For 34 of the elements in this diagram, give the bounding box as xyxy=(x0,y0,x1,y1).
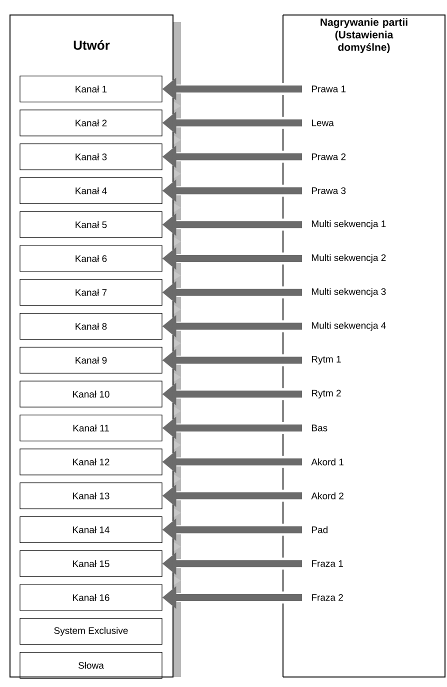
channel-box: Kanał 4 xyxy=(20,177,162,204)
channel-box: Kanał 8 xyxy=(20,313,162,340)
part-label: Rytm 2 xyxy=(312,390,341,398)
channel-box: Kanał 5 xyxy=(20,211,162,238)
part-label: Bas xyxy=(312,424,328,432)
part-label: Fraza 1 xyxy=(312,560,343,567)
part-label: Multi sekwencja 1 xyxy=(312,220,386,230)
channel-box: Kanał 1 xyxy=(20,76,162,102)
part-label: Prawa 3 xyxy=(312,187,346,194)
part-label: Akord 1 xyxy=(311,458,344,466)
channel-box: Kanał 13 xyxy=(20,482,162,510)
channel-box: Kanał 3 xyxy=(20,144,162,170)
part-label: Prawa 1 xyxy=(312,86,346,92)
channel-box: Kanał 14 xyxy=(20,516,162,543)
channel-box: Kanał 9 xyxy=(20,346,162,374)
channel-box: Kanał 10 xyxy=(20,380,162,408)
channel-box: Słowa xyxy=(20,652,162,679)
channel-box: Kanał 16 xyxy=(20,584,162,611)
channel-box: Kanał 7 xyxy=(20,279,162,306)
part-label: Multi sekwencja 2 xyxy=(312,254,386,263)
channel-box: Kanał 15 xyxy=(20,550,162,577)
channel-box: Kanał 6 xyxy=(20,245,162,272)
channel-box: System Exclusive xyxy=(20,618,162,645)
part-label: Lewa xyxy=(312,120,334,126)
part-label: Prawa 2 xyxy=(312,153,346,160)
channel-box: Kanał 12 xyxy=(20,448,162,476)
part-label: Pad xyxy=(312,526,328,534)
part-label: Akord 2 xyxy=(311,492,344,500)
channel-box: Kanał 11 xyxy=(20,414,162,442)
part-label: Rytm 1 xyxy=(312,356,341,364)
part-label: Fraza 2 xyxy=(312,594,343,601)
part-label: Multi sekwencja 4 xyxy=(312,322,386,331)
channel-box: Kanał 2 xyxy=(20,110,162,136)
part-label: Multi sekwencja 3 xyxy=(312,288,386,297)
